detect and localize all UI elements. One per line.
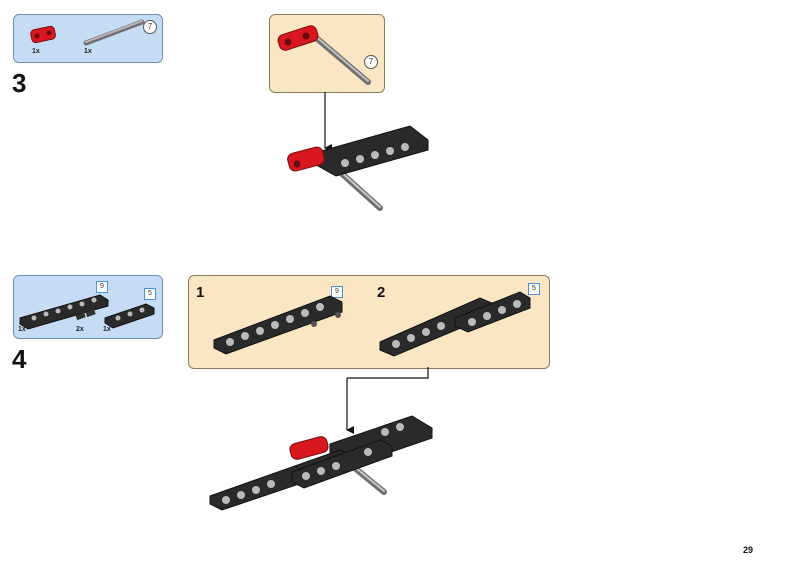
black-beam-5-part-icon [104,303,155,329]
step3-part1-qty: 1x [32,48,40,55]
grey-axle-part-icon [83,19,145,46]
step4-part3-qty: 1x [103,326,111,333]
step3-callout-assembly [277,25,371,85]
step4-number: 4 [12,344,27,374]
page-number: 29 [743,545,754,555]
substep2-number: 2 [377,284,386,301]
step4-part1-qty: 1x [18,326,26,333]
step4-main-assembly [209,415,433,511]
substep1-number: 1 [196,284,205,301]
substep1-assembly [213,295,343,355]
step3-main-assembly [287,125,429,211]
step3-part2-qty: 1x [84,48,92,55]
step3-callout-length: 7 [364,55,378,69]
black-pin-part-icon [75,309,96,321]
step4-part2-qty: 2x [76,326,84,333]
step3-number: 3 [12,68,27,98]
substep2-assembly [379,291,531,357]
substep1-length: 9 [331,286,343,298]
step3-part2-length: 7 [143,20,157,34]
red-connector-part-icon [30,25,56,44]
step4-part1-length: 9 [96,281,108,293]
step4-part3-length: 5 [144,288,156,300]
substep2-length: 5 [528,283,540,295]
step4-arrow-line [347,367,429,379]
black-beam-9-part-icon [19,294,109,330]
